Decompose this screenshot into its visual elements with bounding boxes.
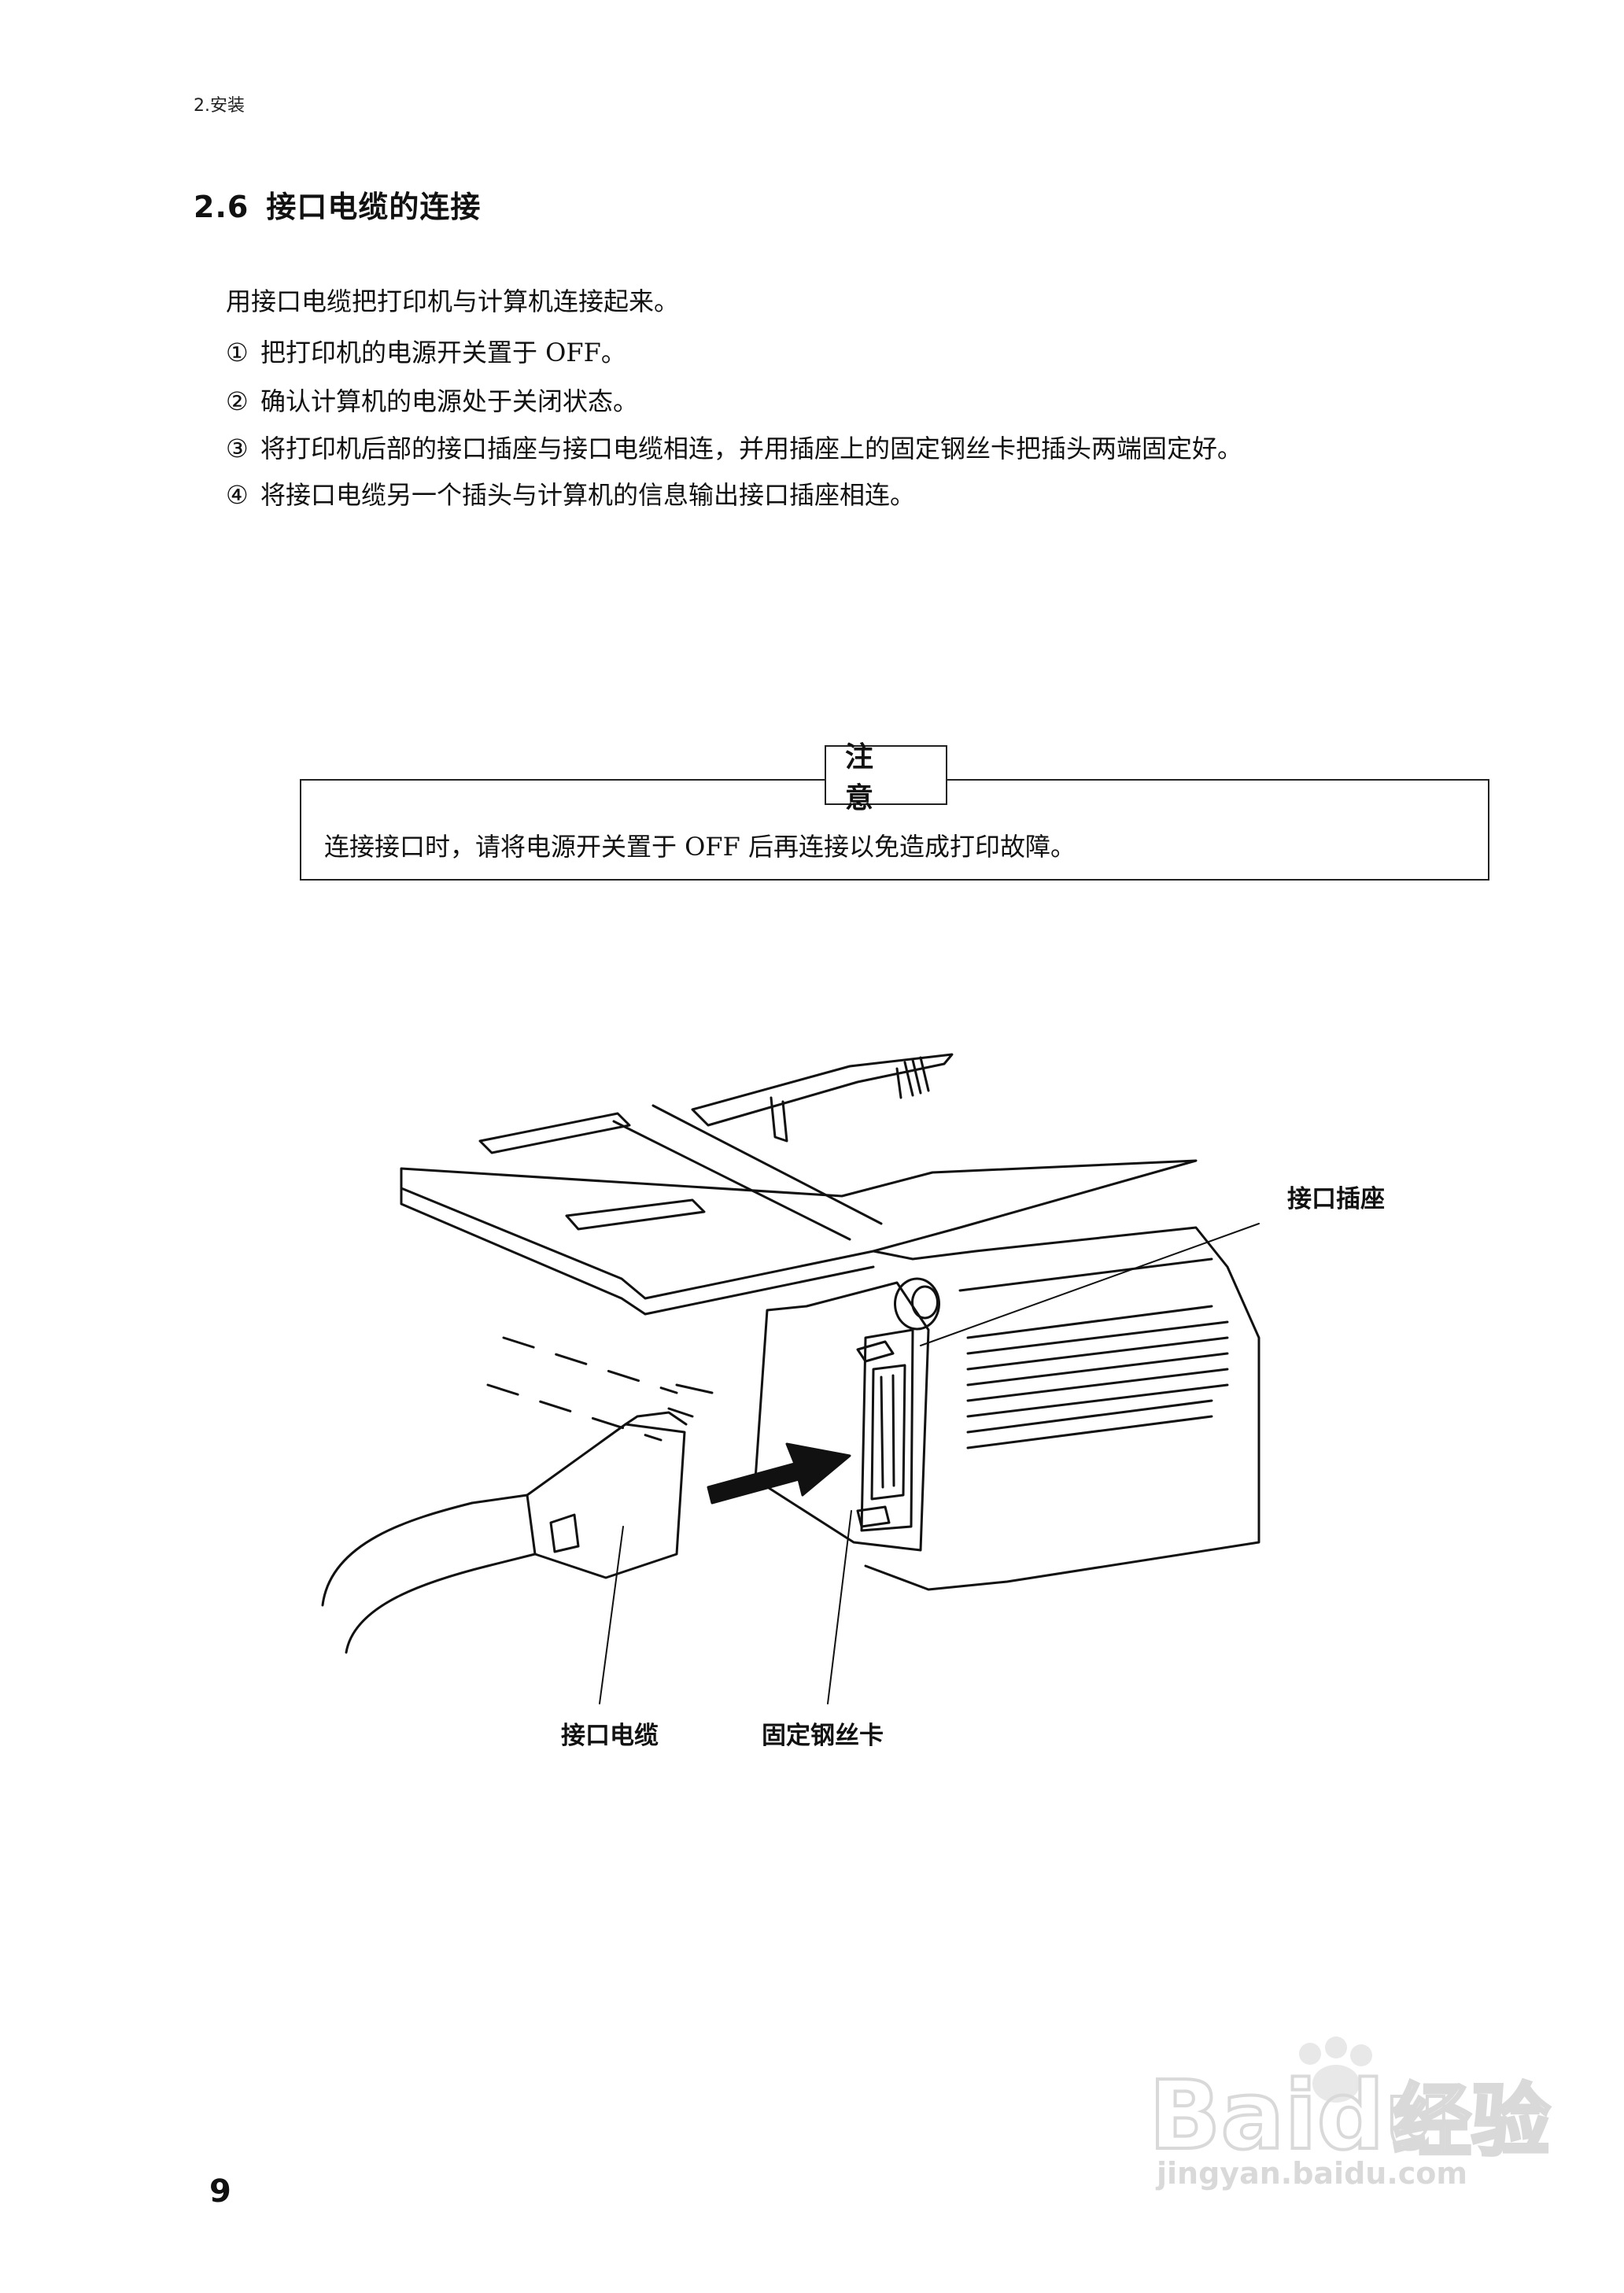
watermark-brand-cn: 经验 (1393, 2075, 1550, 2167)
running-head: 2.安装 (194, 96, 245, 116)
section-number: 2.6 (194, 190, 249, 224)
direction-arrow (675, 1383, 851, 1505)
step-item: ③ 将打印机后部的接口插座与接口电缆相连，并用插座上的固定钢丝卡把插头两端固定好。 (226, 429, 1242, 465)
interface-socket-bracket (754, 1281, 930, 1552)
step-marker: ③ (226, 434, 249, 463)
step-item: ② 确认计算机的电源处于关闭状态。 (226, 382, 638, 418)
section-title: 2.6 接口电缆的连接 (194, 183, 481, 226)
leader-lines (599, 1223, 1260, 1704)
callout-interface-socket: 接口插座 (1287, 1185, 1385, 1213)
step-text: 把打印机的电源开关置于 OFF。 (260, 338, 626, 367)
printer-top-panel (400, 1104, 1198, 1316)
printer-rear-housing (864, 1226, 1260, 1591)
step-item: ① 把打印机的电源开关置于 OFF。 (226, 333, 626, 369)
baidu-watermark-logo: Baidu 经验 (1149, 2036, 1552, 2173)
watermark-url: jingyan.baidu.com (1157, 2156, 1467, 2191)
step-marker: ② (226, 386, 249, 416)
step-marker: ④ (226, 480, 249, 510)
intro-paragraph: 用接口电缆把打印机与计算机连接起来。 (226, 286, 680, 316)
watermark-brand: Baidu (1149, 2062, 1452, 2171)
step-text: 将接口电缆另一个插头与计算机的信息输出接口插座相连。 (260, 480, 916, 510)
step-item: ④ 将接口电缆另一个插头与计算机的信息输出接口插座相连。 (226, 475, 915, 511)
notice-label: 注 意 (825, 741, 947, 814)
paper-guide (691, 1053, 954, 1143)
callout-interface-cable: 接口电缆 (561, 1722, 659, 1750)
callout-retaining-clip: 固定钢丝卡 (762, 1722, 884, 1750)
step-text: 将打印机后部的接口插座与接口电缆相连，并用插座上的固定钢丝卡把插头两端固定好。 (260, 434, 1243, 463)
notice-text: 连接接口时，请将电源开关置于 OFF 后再连接以免造成打印故障。 (324, 832, 1076, 862)
step-text: 确认计算机的电源处于关闭状态。 (260, 386, 639, 416)
section-heading: 接口电缆的连接 (266, 190, 482, 224)
interface-cable-plug (321, 1407, 694, 1654)
step-marker: ① (226, 338, 249, 367)
dashed-guides (486, 1336, 678, 1442)
page-number: 9 (209, 2173, 231, 2210)
printer-connection-illustration (321, 1053, 1260, 1704)
